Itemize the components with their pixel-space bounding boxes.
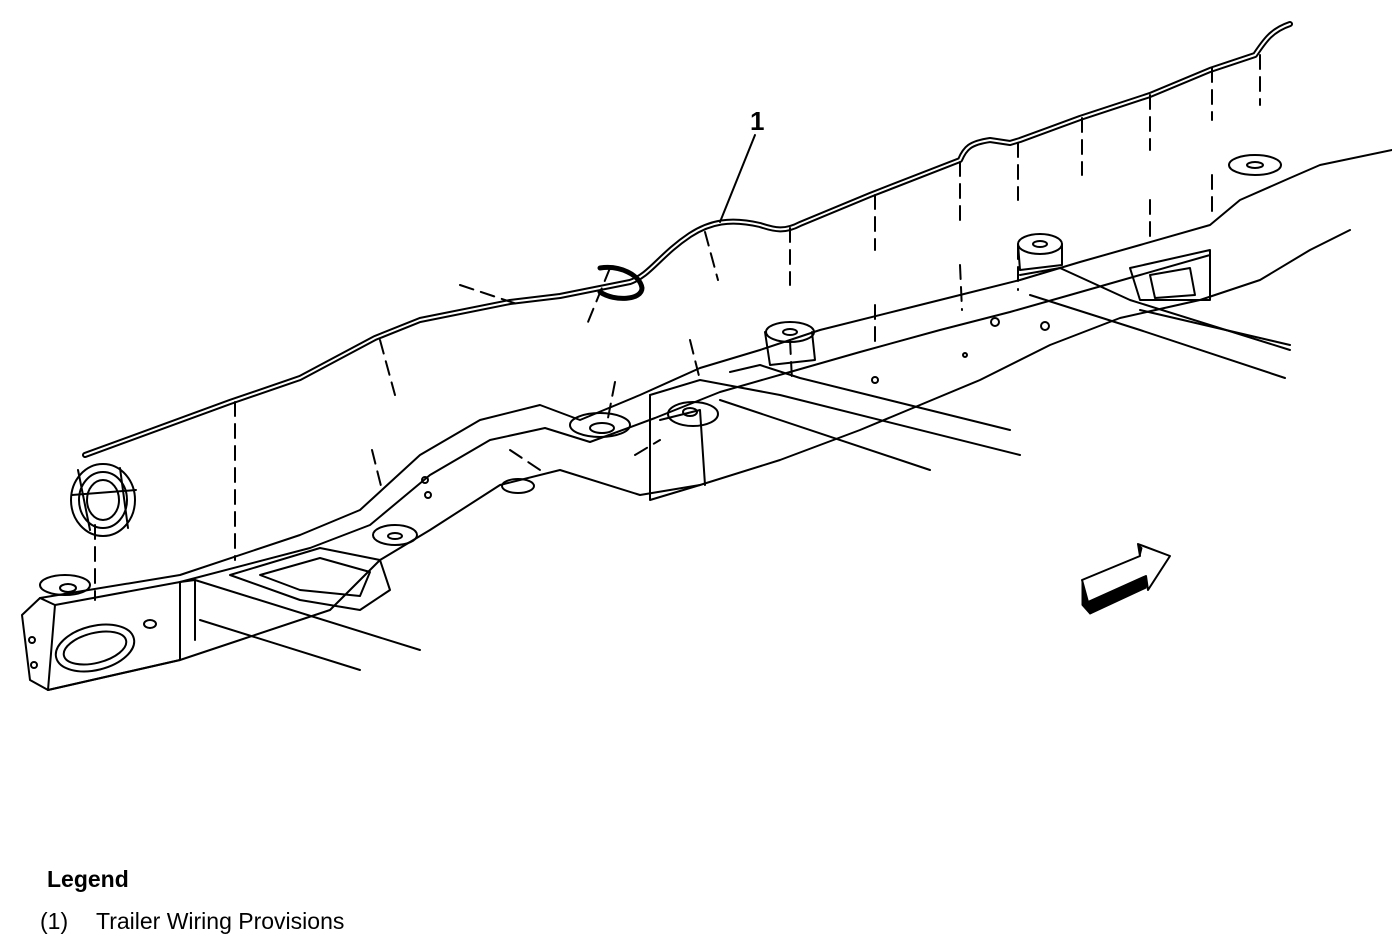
body-mount [39,154,1282,596]
callout-number-1: 1 [750,106,765,136]
crossmember-rear [1019,249,1291,379]
frame-wiring-diagram [21,21,1392,691]
legend-item: (1) Trailer Wiring Provisions [40,908,344,935]
trailer-wiring-harness [70,21,1293,537]
crossmember-front [179,547,421,671]
crossmember-middle [649,364,1021,501]
frame-rail [21,149,1392,691]
callout-leader-line [719,134,756,223]
legend-title: Legend [47,866,129,892]
legend-item-label: Trailer Wiring Provisions [96,908,345,934]
front-direction-arrow [1081,543,1171,615]
legend-item-number: (1) [40,908,69,934]
clip-leader-lines [94,54,1261,601]
